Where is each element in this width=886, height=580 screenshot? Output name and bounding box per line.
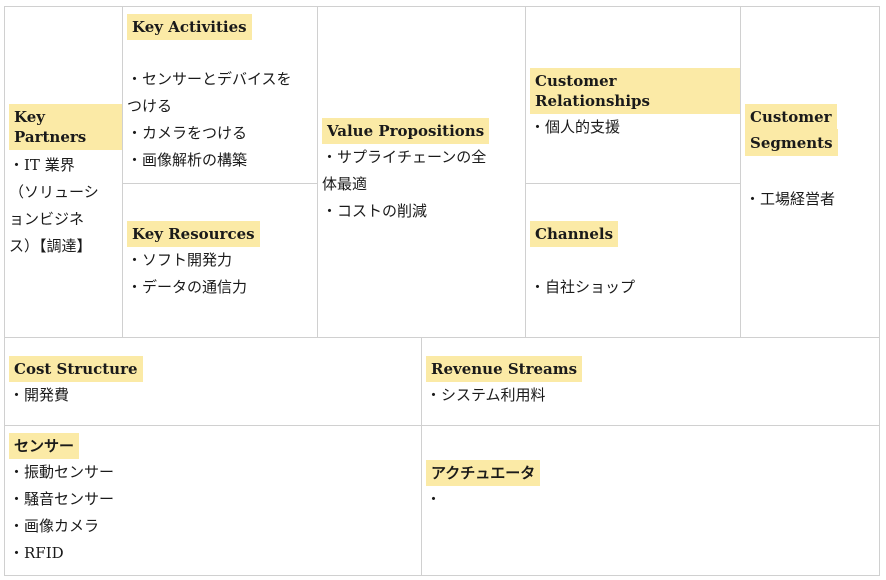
value-propositions-label: Value Propositions — [322, 118, 490, 144]
customer-relationships-label: Customer Relationships — [530, 68, 740, 114]
key-activities-list: ・センサーとデバイスを つける ・カメラをつける ・画像解析の構築 — [127, 66, 292, 174]
list-item: ・ソフト開発力 — [127, 251, 233, 269]
list-item: ・カメラをつける — [127, 124, 248, 142]
list-item: （ソリューシ — [9, 183, 99, 201]
cost-structure-list: ・開発費 — [9, 382, 143, 409]
list-item: ・工場経営者 — [745, 190, 836, 208]
list-item: ・個人的支援 — [530, 118, 621, 136]
list-item: ・ — [426, 490, 442, 508]
sensors-cell: センサー ・振動センサー ・騒音センサー ・画像カメラ ・RFID — [4, 425, 422, 576]
list-item: ・騒音センサー — [9, 490, 115, 508]
channels-cell: Channels ・自社ショップ — [525, 183, 741, 338]
key-activities-cell: Key Activities ・センサーとデバイスを つける ・カメラをつける … — [122, 6, 318, 184]
list-item: ・データの通信力 — [127, 278, 248, 296]
sensors-label: センサー — [9, 433, 80, 459]
list-item: ・センサーとデバイスを — [127, 70, 292, 88]
channels-list: ・自社ショップ — [530, 274, 635, 301]
cost-structure-label: Cost Structure — [9, 356, 143, 382]
key-resources-cell: Key Resources ・ソフト開発力 ・データの通信力 — [122, 183, 318, 338]
list-item: ・振動センサー — [9, 463, 115, 481]
list-item: ・サプライチェーンの全 — [322, 148, 487, 166]
customer-segments-cell: Customer Segments ・工場経営者 — [740, 6, 880, 338]
list-item: ・開発費 — [9, 386, 70, 404]
key-resources-list: ・ソフト開発力 ・データの通信力 — [127, 247, 260, 301]
channels-label: Channels — [530, 221, 619, 247]
list-item: ・画像解析の構築 — [127, 151, 248, 169]
cost-structure-cell: Cost Structure ・開発費 — [4, 337, 422, 426]
list-item: ・コストの削減 — [322, 202, 428, 220]
key-partners-list: ・IT 業界 （ソリューシ ョンビジネ ス）【調達】 — [9, 152, 122, 260]
key-partners-cell: Key Partners ・IT 業界 （ソリューシ ョンビジネ ス）【調達】 — [4, 6, 123, 338]
list-item: ・RFID — [9, 544, 64, 562]
value-propositions-cell: Value Propositions ・サプライチェーンの全 体最適 ・コストの… — [317, 6, 526, 338]
list-item: ・画像カメラ — [9, 517, 100, 535]
value-propositions-list: ・サプライチェーンの全 体最適 ・コストの削減 — [322, 144, 489, 225]
sensors-list: ・振動センサー ・騒音センサー ・画像カメラ ・RFID — [9, 459, 114, 567]
actuators-label: アクチュエータ — [426, 460, 541, 486]
list-item: ・システム利用料 — [426, 386, 546, 404]
customer-segments-list: ・工場経営者 — [745, 186, 835, 213]
customer-relationships-cell: Customer Relationships ・個人的支援 — [525, 6, 741, 184]
list-item: ョンビジネ — [9, 210, 85, 228]
list-item: ・自社ショップ — [530, 278, 636, 296]
customer-segments-label-line1: Customer — [745, 104, 837, 129]
list-item: ス）【調達】 — [9, 237, 92, 255]
revenue-streams-cell: Revenue Streams ・システム利用料 — [421, 337, 880, 426]
list-item: ・IT 業界 — [9, 156, 75, 174]
list-item: つける — [127, 97, 173, 115]
revenue-streams-label: Revenue Streams — [426, 356, 583, 382]
key-activities-label: Key Activities — [127, 14, 252, 40]
list-item: 体最適 — [322, 175, 368, 193]
actuators-cell: アクチュエータ ・ — [421, 425, 880, 576]
customer-segments-label-line2: Segments — [745, 129, 838, 156]
key-resources-label: Key Resources — [127, 221, 260, 247]
customer-relationships-list: ・個人的支援 — [530, 114, 740, 141]
revenue-streams-list: ・システム利用料 — [426, 382, 582, 409]
actuators-list: ・ — [426, 486, 540, 513]
key-partners-label: Key Partners — [9, 104, 122, 150]
